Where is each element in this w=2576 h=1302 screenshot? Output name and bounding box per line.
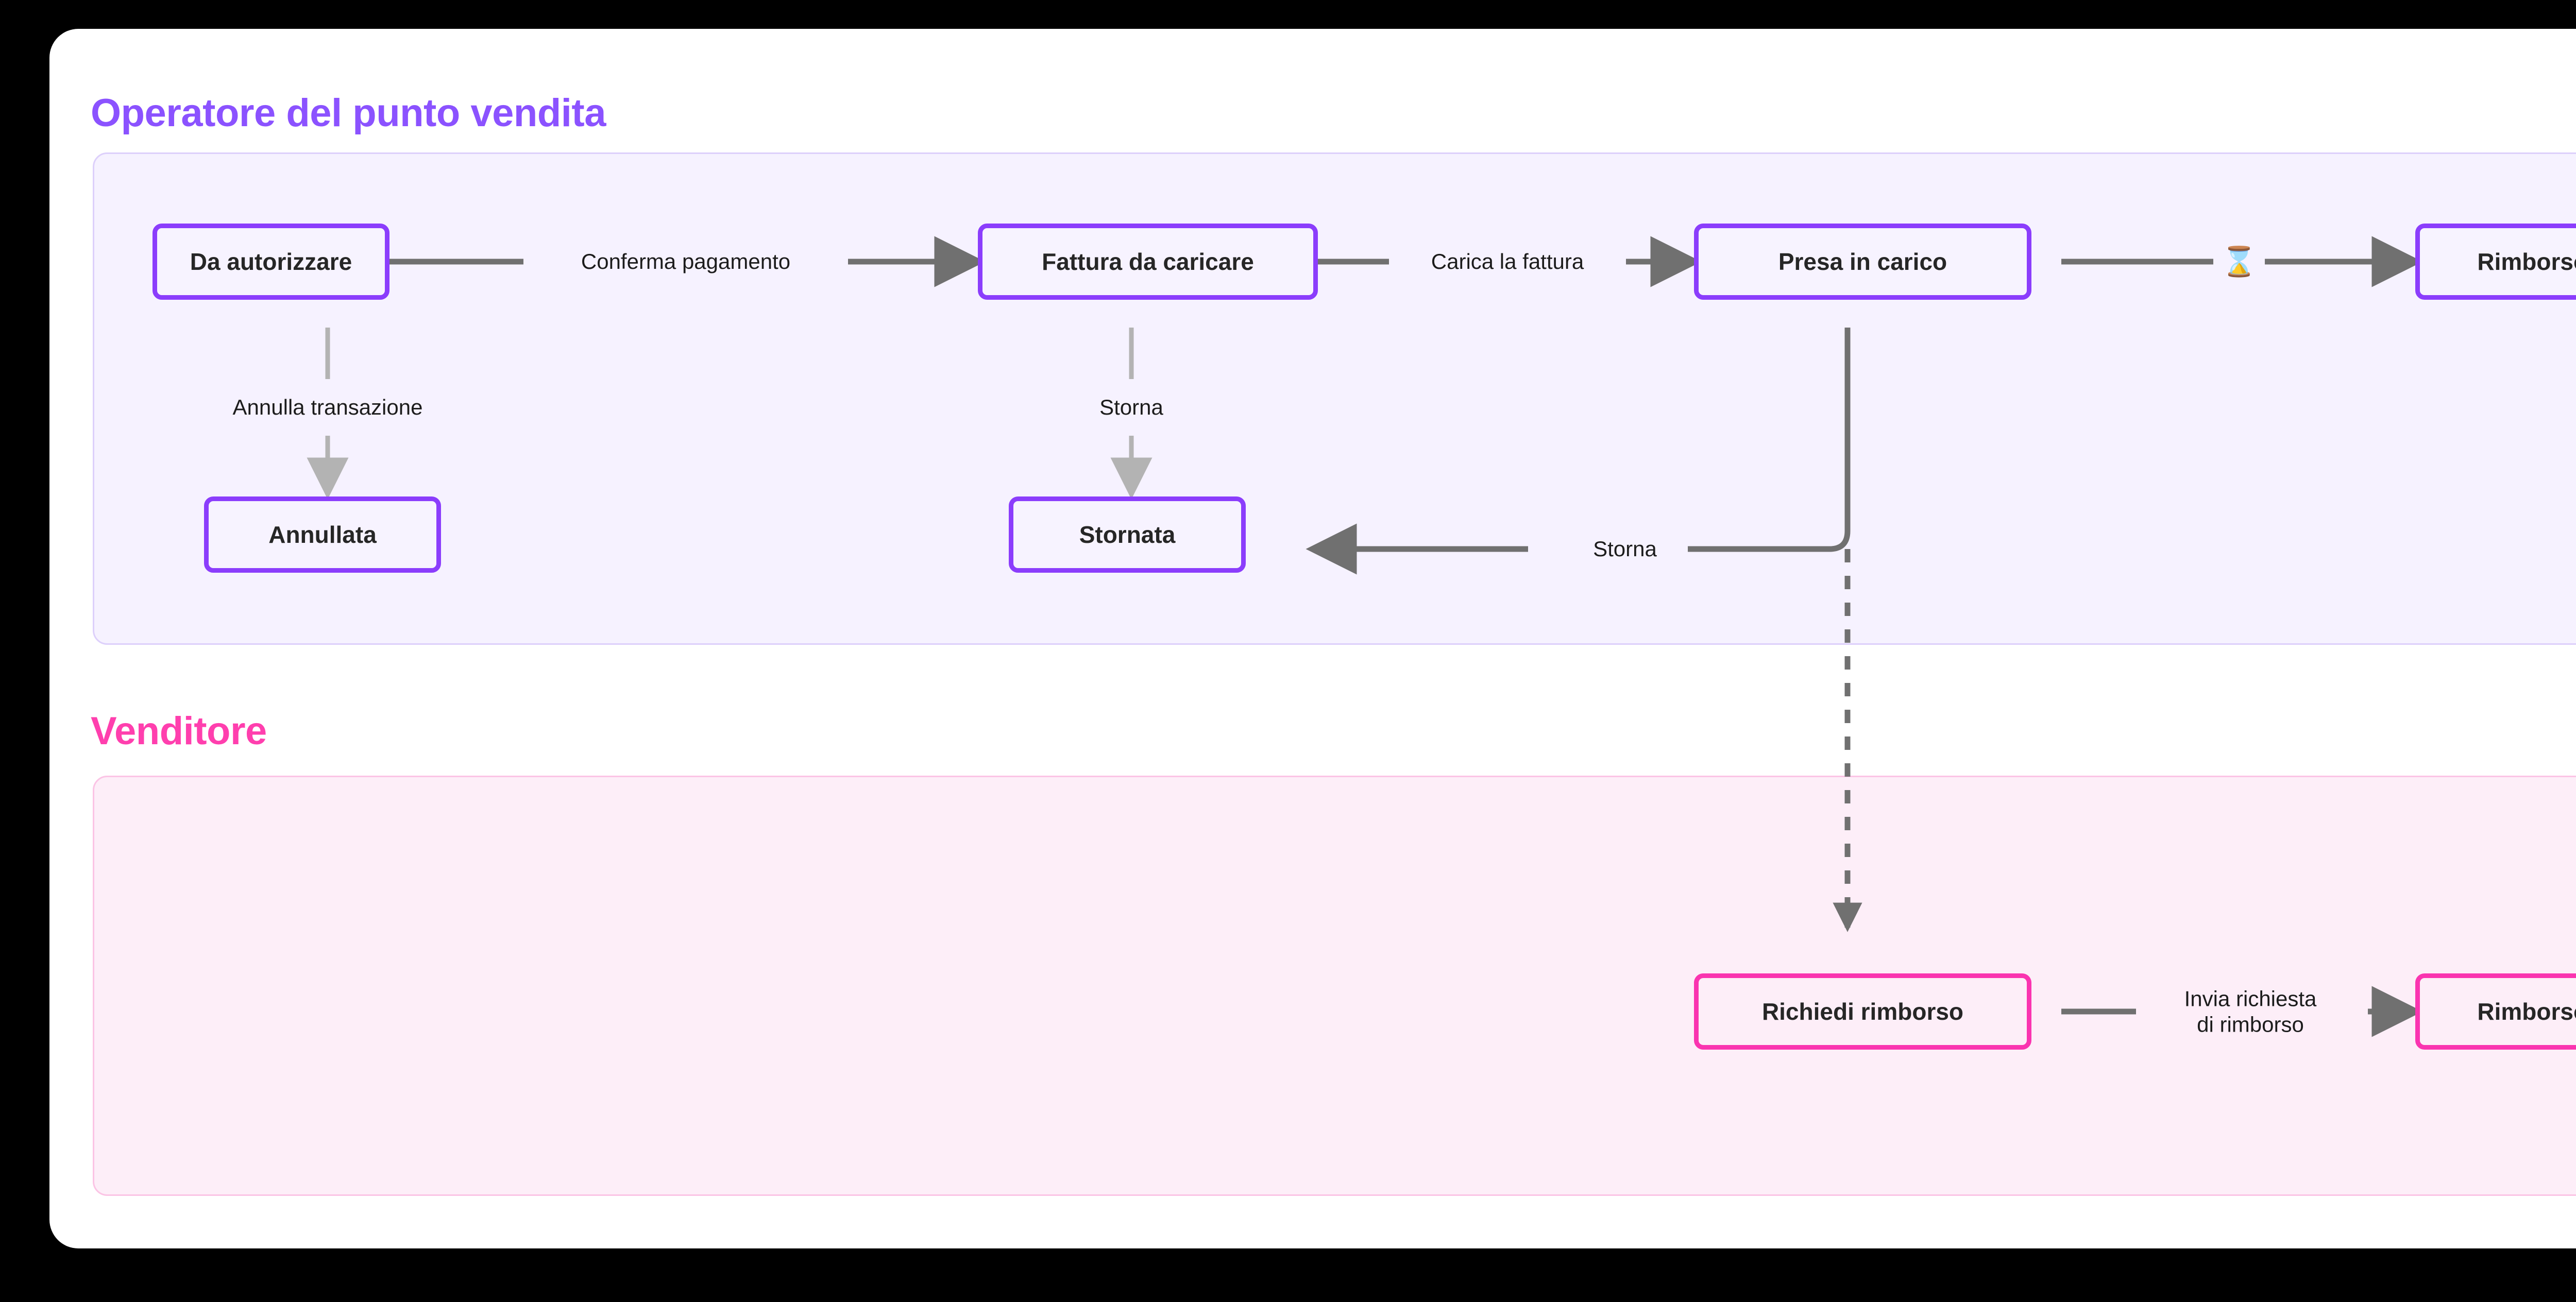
edge-label-conferma-pagamento: Conferma pagamento [581,249,791,274]
edge-label-invia-richiesta: Invia richiesta di rimborso [2142,986,2359,1037]
node-presa-in-carico[interactable]: Presa in carico [1694,224,2031,300]
edge-label-carica-la-fattura: Carica la fattura [1431,249,1584,274]
node-label: Rimborso richiesto [2477,998,2576,1025]
node-fattura-da-caricare[interactable]: Fattura da caricare [978,224,1318,300]
node-rimborso-richiesto-operatore[interactable]: Rimborso richiesto [2415,224,2576,300]
edge-label-line-1: Invia richiesta [2184,986,2317,1011]
node-annullata[interactable]: Annullata [204,496,441,573]
diagram-card: Operatore del punto vendita Venditore [49,29,2576,1248]
hourglass-icon-operatore: ⌛ [2221,245,2257,278]
lane-title-operatore: Operatore del punto vendita [91,91,606,135]
node-label: Da autorizzare [190,248,352,275]
edge-label-annulla-transazione: Annulla transazione [232,395,423,420]
node-richiedi-rimborso[interactable]: Richiedi rimborso [1694,973,2031,1050]
node-label: Presa in carico [1778,248,1947,275]
lane-title-venditore: Venditore [91,709,267,753]
node-da-autorizzare[interactable]: Da autorizzare [152,224,389,300]
edge-label-line-2: di rimborso [2197,1012,2304,1036]
node-label: Stornata [1079,521,1176,548]
node-label: Rimborso richiesto [2477,248,2576,275]
node-rimborso-richiesto-venditore[interactable]: Rimborso richiesto [2415,973,2576,1050]
lane-panel-operatore [93,152,2576,645]
edge-label-storna-fattura: Storna [1099,395,1163,420]
node-stornata[interactable]: Stornata [1009,496,1246,573]
edge-label-storna-presa: Storna [1593,537,1657,561]
node-label: Richiedi rimborso [1761,998,1964,1025]
node-label: Fattura da caricare [1042,248,1254,275]
node-label: Annullata [268,521,377,548]
lane-panel-venditore [93,776,2576,1196]
